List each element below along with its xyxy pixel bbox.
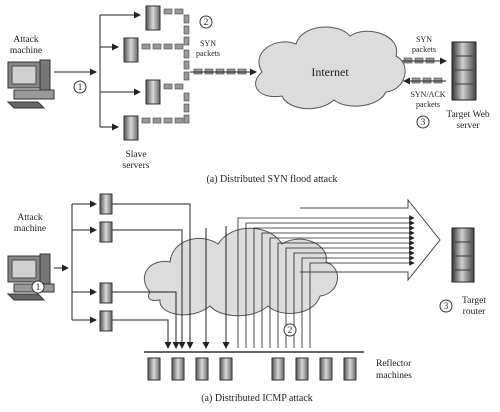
bottom-slave-server-icon (99, 193, 113, 332)
top-step-2: 2 (204, 17, 209, 27)
slave-server-icon (123, 5, 161, 141)
slave-branches (100, 11, 141, 131)
reflector-server-icon (147, 357, 357, 381)
bottom-step-2: 2 (288, 325, 293, 335)
step-1-icon (73, 80, 87, 94)
top-syn-left-line2: packets (196, 49, 220, 58)
bottom-internet-cloud (144, 227, 338, 317)
slave-to-reflector-lines (112, 203, 230, 349)
top-caption: (a) Distributed SYN flood attack (206, 174, 337, 185)
top-target-line2: server (456, 121, 480, 131)
bottom-panel: Attack machine 1 (6, 193, 487, 404)
bottom-attacker-label-line2: machine (14, 224, 46, 234)
top-synack-line2: packets (416, 100, 440, 109)
reflectors-label-line1: Reflector (376, 358, 412, 369)
top-syn-left-line1: SYN (200, 39, 216, 48)
step-3-icon (416, 115, 430, 129)
bottom-slave-branches (72, 200, 97, 324)
top-panel: Attack machine 1 (6, 5, 490, 185)
target-web-server-icon (451, 41, 477, 101)
bottom-step-1: 1 (36, 282, 41, 292)
top-step-1: 1 (78, 82, 83, 92)
top-target-line1: Target Web (446, 110, 490, 120)
bottom-target-line2: router (463, 307, 487, 317)
reflected-response-lines (237, 215, 415, 348)
reflectors-label-line2: machines (376, 371, 412, 381)
top-attacker-label-line2: machine (10, 46, 42, 56)
bottom-target-line1: Target (462, 296, 486, 306)
top-slaves-label-line2: servers (123, 161, 150, 171)
flood-direction-arrow (300, 198, 441, 282)
top-synack-line1: SYN/ACK (410, 90, 445, 99)
bottom-attacker-label-line1: Attack (17, 213, 43, 223)
bottom-step-3: 3 (444, 301, 449, 311)
top-syn-right-line2: packets (412, 45, 436, 54)
bottom-attacker-computer-icon (6, 253, 55, 301)
bottom-caption: (a) Distributed ICMP attack (201, 393, 313, 404)
bottom-step-1-icon (31, 280, 45, 294)
target-router-icon (451, 227, 475, 283)
top-attacker-label-line1: Attack (13, 35, 39, 45)
attacker-computer-icon (6, 59, 55, 109)
step-2-icon (199, 15, 213, 29)
top-step-3: 3 (421, 117, 426, 127)
top-slaves-label-line1: Slave (125, 150, 146, 160)
internet-label: Internet (311, 65, 349, 79)
bottom-step-3-icon (439, 299, 453, 313)
internet-cloud (255, 26, 406, 110)
top-syn-right-line1: SYN (416, 35, 432, 44)
bottom-step-2-icon (283, 323, 297, 337)
